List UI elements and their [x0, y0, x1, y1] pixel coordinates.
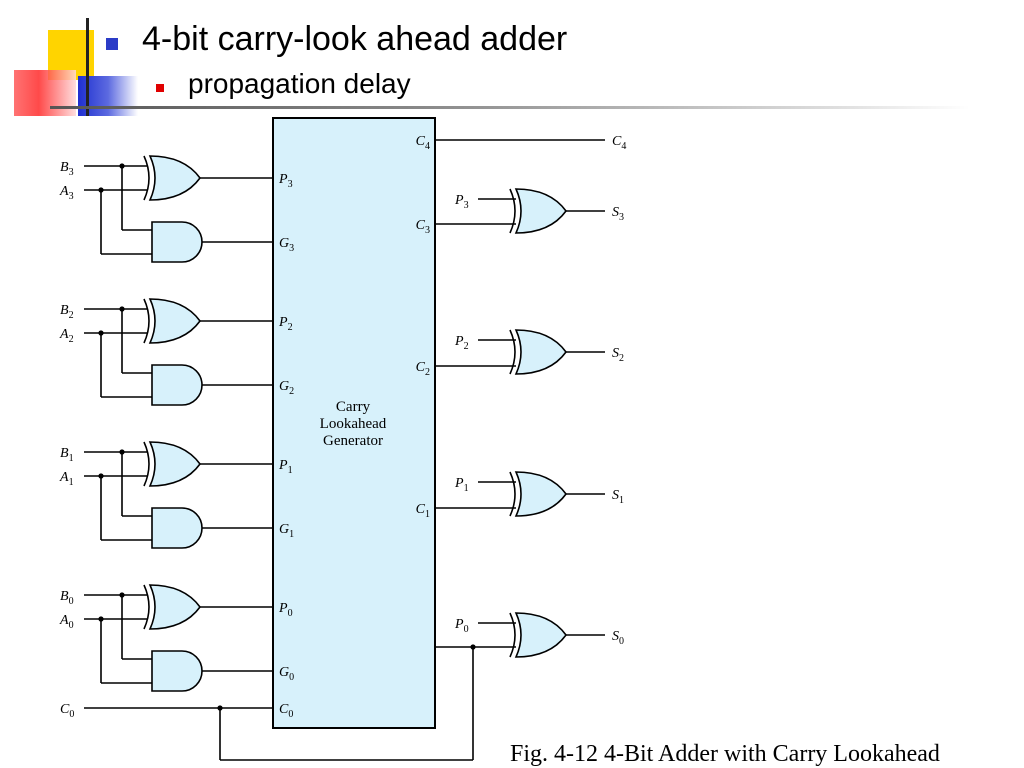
input-label-b0: B0	[60, 589, 74, 607]
input-label-c0: C0	[60, 702, 74, 720]
generator-pin-g0: G0	[279, 665, 294, 683]
generator-pin-p3: P3	[278, 172, 293, 190]
output-label-s1: S1	[612, 488, 624, 506]
xor-back-curve	[143, 584, 150, 630]
input-label-a2: A2	[59, 327, 74, 345]
xor-body	[514, 329, 567, 375]
and-gate-g2	[151, 364, 203, 406]
generator-pin-c1: C1	[416, 502, 430, 520]
xor-body	[148, 441, 201, 487]
output-label-s3: S3	[612, 205, 624, 223]
figure-caption: Fig. 4-12 4-Bit Adder with Carry Lookahe…	[510, 741, 940, 767]
and-body	[151, 364, 203, 406]
input-label-b3: B3	[60, 160, 74, 178]
xor-gate-s3	[509, 188, 567, 234]
sum-input-label-p0: P0	[454, 617, 469, 635]
xor-gate-p3	[143, 155, 201, 201]
generator-pin-c3: C3	[416, 218, 430, 236]
sum-input-label-p2: P2	[454, 334, 469, 352]
xor-gate-p0	[143, 584, 201, 630]
generator-label-line-2: Lookahead	[320, 416, 387, 432]
and-body	[151, 221, 203, 263]
generator-label-line-1: Carry	[336, 399, 371, 415]
xor-back-curve	[509, 471, 516, 517]
xor-back-curve	[143, 298, 150, 344]
xor-back-curve	[509, 329, 516, 375]
generator-pin-g1: G1	[279, 522, 294, 540]
and-gate-g3	[151, 221, 203, 263]
xor-back-curve	[509, 612, 516, 658]
xor-back-curve	[509, 188, 516, 234]
deco-vertical-line	[86, 18, 89, 116]
input-label-b2: B2	[60, 303, 74, 321]
xor-gate-p2	[143, 298, 201, 344]
xor-body	[514, 612, 567, 658]
and-gate-g1	[151, 507, 203, 549]
and-body	[151, 507, 203, 549]
input-label-a3: A3	[59, 184, 74, 202]
generator-pin-p1: P1	[278, 458, 293, 476]
slide-subtitle: propagation delay	[188, 68, 411, 99]
generator-pin-p2: P2	[278, 315, 293, 333]
generator-pin-c4: C4	[416, 134, 430, 152]
xor-body	[148, 155, 201, 201]
xor-body	[148, 298, 201, 344]
input-label-a1: A1	[59, 470, 74, 488]
generator-label-line-3: Generator	[323, 433, 383, 449]
generator-pin-g3: G3	[279, 236, 294, 254]
generator-pin-g2: G2	[279, 379, 294, 397]
generator-pin-c2: C2	[416, 360, 430, 378]
xor-body	[514, 471, 567, 517]
xor-back-curve	[143, 155, 150, 201]
and-gate-g0	[151, 650, 203, 692]
output-label-s2: S2	[612, 346, 624, 364]
carry-in-wiring: C0 C0	[60, 644, 516, 761]
output-label-c4: C4	[612, 134, 626, 152]
slide-title: 4-bit carry-look ahead adder	[142, 20, 568, 58]
xor-gate-s0	[509, 612, 567, 658]
xor-gate-s2	[509, 329, 567, 375]
input-label-b1: B1	[60, 446, 74, 464]
sum-input-label-p3: P3	[454, 193, 469, 211]
sum-input-label-p1: P1	[454, 476, 469, 494]
xor-gate-p1	[143, 441, 201, 487]
and-body	[151, 650, 203, 692]
output-label-s0: S0	[612, 629, 624, 647]
deco-horizontal-line	[50, 106, 970, 109]
xor-body	[148, 584, 201, 630]
subtitle-bullet-icon	[156, 84, 164, 92]
carry-lookahead-generator-block	[272, 117, 436, 729]
input-label-a0: A0	[59, 613, 74, 631]
xor-gate-s1	[509, 471, 567, 517]
generator-pin-c0: C0	[279, 702, 293, 720]
title-bullet-icon	[106, 38, 118, 50]
xor-back-curve	[143, 441, 150, 487]
generator-pin-p0: P0	[278, 601, 293, 619]
xor-body	[514, 188, 567, 234]
